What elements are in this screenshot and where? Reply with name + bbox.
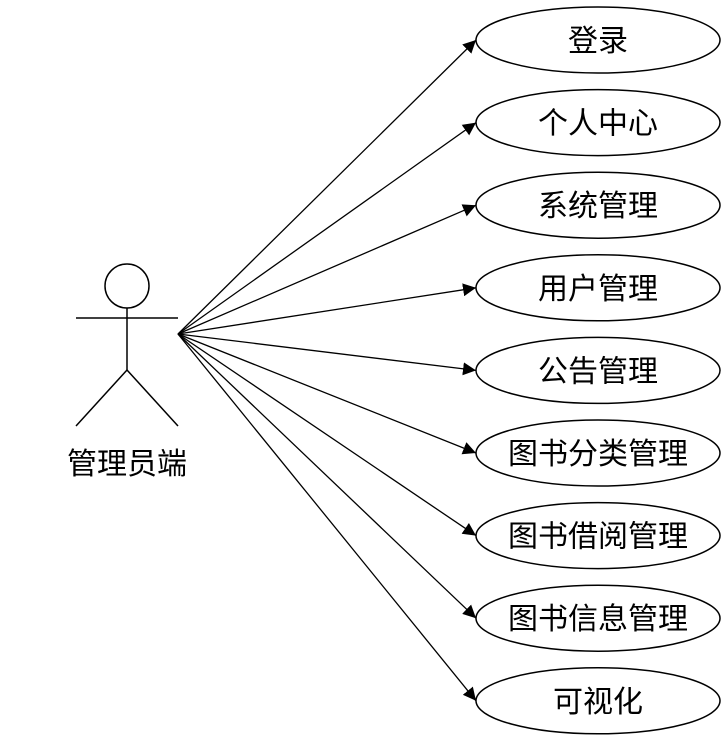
actor-label: 管理员端 [67,447,187,482]
actor-left-leg [75,369,128,427]
association-arrow [177,333,477,376]
use-case-0: 登录 [475,6,721,74]
use-case-label: 可视化 [553,685,643,720]
association-arrow [177,122,477,335]
association-arrow [177,283,477,335]
use-case-6: 图书借阅管理 [475,501,721,570]
use-case-2: 系统管理 [475,171,721,239]
association-arrow [177,333,477,702]
use-case-1: 个人中心 [475,88,721,157]
use-case-label: 用户管理 [538,272,658,307]
use-case-ellipse [475,88,721,157]
use-case-ellipse [475,584,721,652]
association-arrow [177,333,477,455]
use-case-8: 可视化 [475,667,721,735]
use-case-3: 用户管理 [475,254,721,322]
association-arrow [177,204,477,335]
actor-figure [75,263,179,427]
use-case-label: 图书借阅管理 [508,520,688,555]
use-case-ellipse [475,6,721,74]
use-case-ellipse [475,419,721,487]
use-case-ellipse [475,501,721,570]
use-case-ellipse [475,171,721,239]
association-arrow [177,39,477,335]
use-case-ellipse [475,667,721,735]
use-case-ellipse [475,254,721,322]
actor-head [104,263,150,309]
use-case-label: 登录 [568,24,628,59]
actor-right-leg [126,369,179,427]
use-case-label: 图书信息管理 [508,602,688,637]
use-case-label: 图书分类管理 [508,437,688,472]
association-arrow [177,333,477,537]
use-case-label: 系统管理 [538,189,658,224]
use-case-7: 图书信息管理 [475,584,721,652]
association-arrow [177,333,477,619]
use-case-ellipse [475,336,721,405]
use-case-label: 个人中心 [538,107,658,142]
use-case-label: 公告管理 [538,354,658,389]
use-case-4: 公告管理 [475,336,721,405]
use-case-5: 图书分类管理 [475,419,721,487]
connectors [177,39,477,702]
